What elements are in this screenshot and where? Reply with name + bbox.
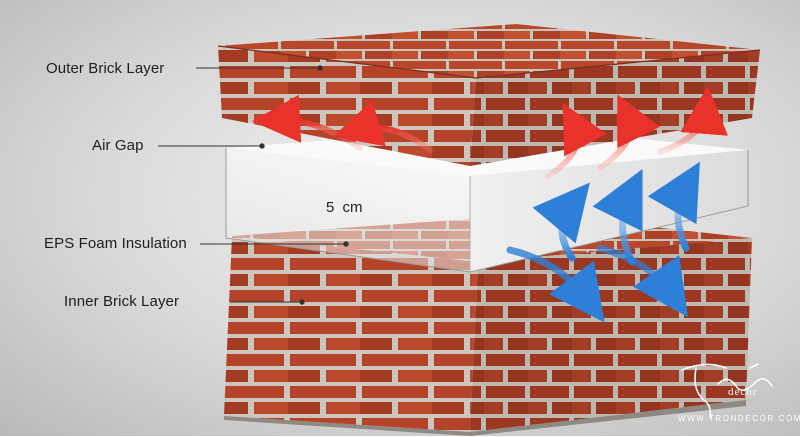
cool-arrow-5	[596, 244, 688, 318]
label-eps-foam-insulation: EPS Foam Insulation	[44, 235, 187, 252]
label-air-gap: Air Gap	[92, 137, 144, 154]
logo-brand-text: decor	[728, 386, 758, 398]
warm-arrow-4	[597, 94, 661, 171]
outer-brick-side	[470, 50, 760, 166]
label-inner-brick-layer: Inner Brick Layer	[64, 293, 180, 310]
warm-air-arrows	[252, 86, 729, 179]
foam-front	[226, 148, 470, 272]
cool-arrow-1	[532, 182, 590, 262]
warm-arrow-3	[545, 102, 607, 179]
warm-arrow-5	[657, 86, 729, 155]
cool-arrow-3	[647, 161, 700, 252]
inner-brick-front	[224, 236, 478, 432]
cool-arrow-4	[506, 246, 605, 323]
leader-lines	[158, 65, 349, 305]
logo-url-text: WWW.TRONDECOR.COM	[678, 414, 800, 423]
logo-signature-mark	[681, 363, 773, 419]
foam-thickness-label: 5 cm	[326, 199, 363, 216]
trondecor-logo: decor WWW.TRONDECOR.COM	[666, 356, 800, 432]
outer-brick-top	[218, 24, 760, 78]
warm-arrow-2	[332, 100, 433, 153]
label-outer-brick-layer: Outer Brick Layer	[46, 60, 165, 77]
cool-air-arrows	[506, 161, 700, 323]
